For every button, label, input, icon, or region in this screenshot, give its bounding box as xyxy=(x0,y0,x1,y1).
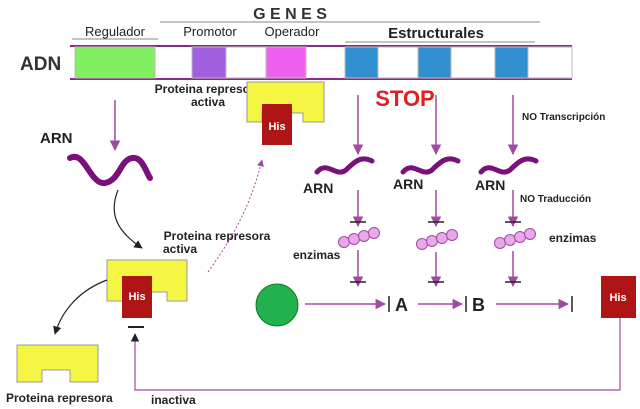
protein-active-top-line2: activa xyxy=(191,95,225,109)
feedback-line xyxy=(130,318,621,391)
gene-regulador xyxy=(74,46,156,79)
his-label-top: His xyxy=(268,121,285,133)
protein-active-mid-line2: activa xyxy=(163,242,197,256)
gene-structural-3 xyxy=(494,46,529,79)
genes-title: G E N E S xyxy=(253,6,327,23)
substrate-circle xyxy=(255,283,299,327)
protein-inactive-label: Proteina represora xyxy=(6,391,113,405)
enzyme-3 xyxy=(494,228,536,249)
no-traduccion-label: NO Traducción xyxy=(520,194,591,205)
arn-label-2: ARN xyxy=(393,176,423,192)
his-bound-top xyxy=(262,104,292,145)
his-product-label: His xyxy=(609,292,626,304)
his-bound-mid xyxy=(122,276,152,318)
inactivation-arrow xyxy=(53,279,108,335)
metabolite-b: B xyxy=(472,295,485,315)
arn-label-left: ARN xyxy=(40,130,73,147)
estructurales-label: Estructurales xyxy=(388,25,484,42)
arn-wave-3 xyxy=(478,156,539,175)
gene-structural-gap-1 xyxy=(377,46,419,79)
metabolite-a: A xyxy=(395,295,408,315)
gene-promotor xyxy=(191,46,227,79)
regulador-label: Regulador xyxy=(85,24,146,39)
repressor-inactive xyxy=(16,344,99,383)
enzimas-label-right: enzimas xyxy=(549,231,597,245)
promotor-label: Promotor xyxy=(183,24,237,39)
arn-wave-1 xyxy=(314,156,375,175)
arn-label-3: ARN xyxy=(475,177,505,193)
gene-structural-end xyxy=(527,46,573,79)
gene-structural-2 xyxy=(417,46,452,79)
dna-label: ADN xyxy=(20,54,61,75)
operador-label: Operador xyxy=(265,24,321,39)
no-transcripcion-label: NO Transcripción xyxy=(522,112,605,123)
his-product xyxy=(601,276,636,318)
arn-wave-2 xyxy=(400,156,461,175)
arn-wave-left xyxy=(67,153,153,186)
protein-active-mid-line1: Proteina represora xyxy=(164,229,271,243)
enzyme-2 xyxy=(416,229,458,250)
enzyme-1 xyxy=(338,227,380,248)
arn-label-1: ARN xyxy=(303,180,333,196)
activation-arrow-to-operator xyxy=(207,159,264,273)
protein-active-top-line1: Proteina represora xyxy=(155,82,262,96)
his-label-mid: His xyxy=(128,291,145,303)
inactiva-label: inactiva xyxy=(151,393,196,407)
enzimas-label-left: enzimas xyxy=(293,248,341,262)
gene-structural-gap-2 xyxy=(450,46,496,79)
gene-structural-1 xyxy=(344,46,379,79)
translation-arrow-left xyxy=(113,189,143,249)
gene-operador xyxy=(265,46,307,79)
stop-label: STOP xyxy=(375,86,435,111)
gene-spacer xyxy=(225,46,267,79)
